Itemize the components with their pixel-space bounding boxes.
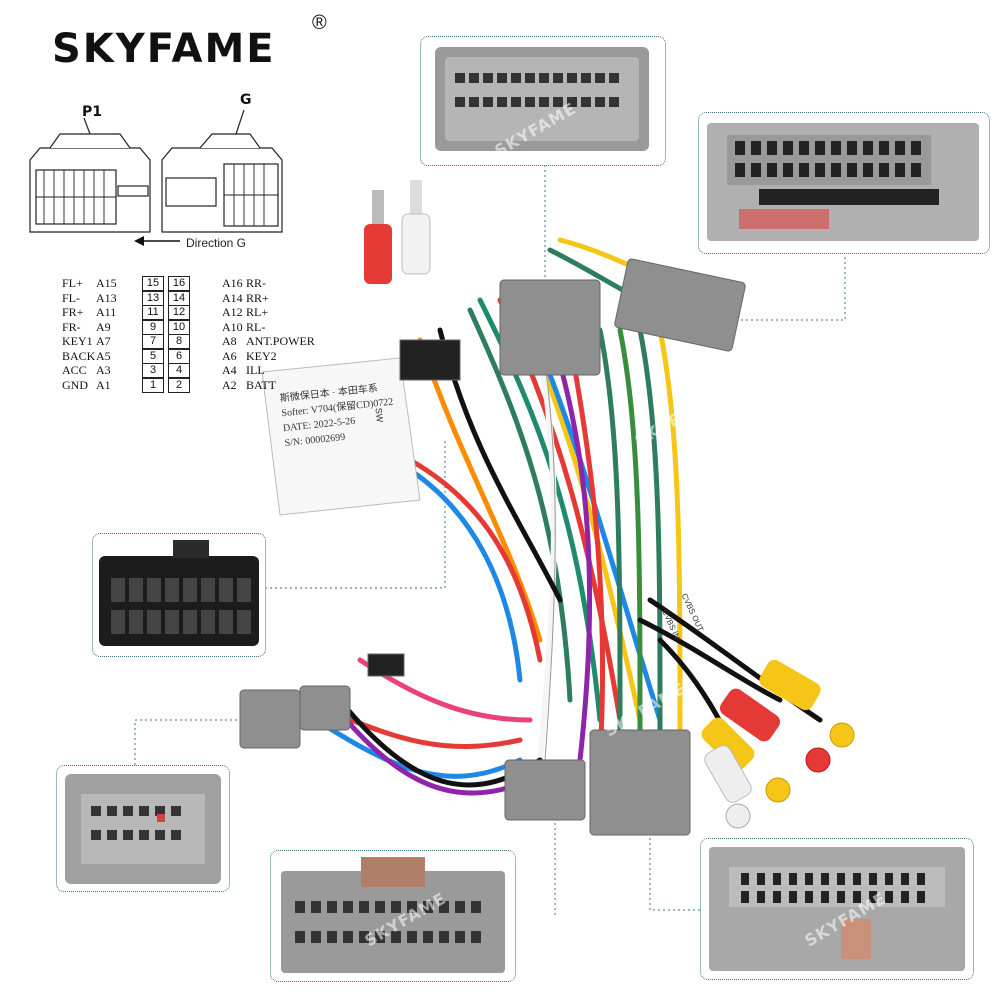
- decoder-label: 斯微保日本 · 本田车系 Softer: V704(保留CD)0722 DATE…: [279, 379, 405, 451]
- registered-mark: ®: [312, 12, 327, 34]
- brand-logo: SKYFAME: [52, 26, 276, 72]
- pin-left-number: 15: [142, 276, 164, 291]
- pin-left-name: KEY1: [62, 334, 93, 348]
- pin-left-number: 11: [142, 305, 164, 320]
- pin-right-name: RL-: [246, 319, 266, 334]
- pin-left-name: FL+: [62, 276, 83, 290]
- pin-left-name: FR+: [62, 305, 84, 319]
- pin-right-code: A16: [222, 276, 243, 290]
- pin-right-code: A10: [222, 319, 243, 334]
- pin-right-name: ILL: [246, 363, 265, 377]
- harness-connectors: [239, 258, 746, 836]
- pin-left-name: FL-: [62, 290, 80, 305]
- pin-left-code: A3: [96, 363, 111, 377]
- pin-left-number: 5: [142, 348, 164, 364]
- pin-right-name: BATT: [246, 377, 276, 392]
- pin-right-name: RL+: [246, 305, 269, 319]
- callout-bottom-right-connector: [700, 838, 974, 980]
- pin-right-name: RR-: [246, 276, 267, 290]
- p1-connector-drawing: [29, 117, 151, 233]
- pin-right-name: KEY2: [246, 348, 277, 363]
- pin-left-number: 7: [142, 334, 164, 349]
- pin-left-code: A9: [96, 319, 111, 334]
- pin-left-name: BACK: [62, 348, 96, 363]
- pin-right-code: A6: [222, 348, 237, 363]
- direction-label: Direction G: [186, 236, 247, 250]
- rca-plugs-video: [701, 659, 855, 829]
- pin-right-number: 4: [168, 363, 190, 378]
- rca-plugs-audio: [364, 180, 431, 284]
- pin-left-number: 13: [142, 290, 164, 306]
- pin-right-code: A14: [222, 290, 243, 305]
- pin-right-number: 12: [168, 305, 190, 320]
- pin-right-code: A12: [222, 305, 243, 319]
- decoder-side-label: SW: [373, 407, 385, 423]
- callout-top-connector: [420, 36, 666, 166]
- pin-left-code: A7: [96, 334, 111, 348]
- pin-left-name: GND: [62, 377, 88, 392]
- pin-right-number: 2: [168, 377, 190, 393]
- pin-right-number: 8: [168, 334, 190, 349]
- callout-bottom-connector: [270, 850, 516, 982]
- pin-right-number: 10: [168, 319, 190, 335]
- g-connector-drawing: [161, 109, 283, 233]
- pin-left-code: A1: [96, 377, 111, 392]
- pin-right-name: ANT.POWER: [246, 334, 315, 348]
- pin-right-code: A8: [222, 334, 237, 348]
- callout-right-connector: [698, 112, 990, 254]
- p1-label: P1: [82, 104, 103, 120]
- pin-left-number: 3: [142, 363, 164, 378]
- pin-left-number: 9: [142, 319, 164, 335]
- pin-left-code: A11: [96, 305, 117, 319]
- pin-left-name: FR-: [62, 319, 81, 334]
- callout-left-connector: [56, 765, 230, 892]
- pin-right-name: RR+: [246, 290, 269, 305]
- g-label: G: [240, 92, 252, 108]
- pin-right-number: 16: [168, 276, 190, 291]
- pin-left-code: A15: [96, 276, 117, 290]
- decoder-box: [261, 357, 421, 516]
- pin-right-code: A4: [222, 363, 237, 377]
- pin-right-number: 6: [168, 348, 190, 364]
- pin-left-code: A13: [96, 290, 117, 305]
- pin-left-code: A5: [96, 348, 111, 363]
- pin-left-number: 1: [142, 377, 164, 393]
- callout-iso-connector: [92, 533, 266, 657]
- pin-right-number: 14: [168, 290, 190, 306]
- pin-right-code: A2: [222, 377, 237, 392]
- pin-left-name: ACC: [62, 363, 87, 377]
